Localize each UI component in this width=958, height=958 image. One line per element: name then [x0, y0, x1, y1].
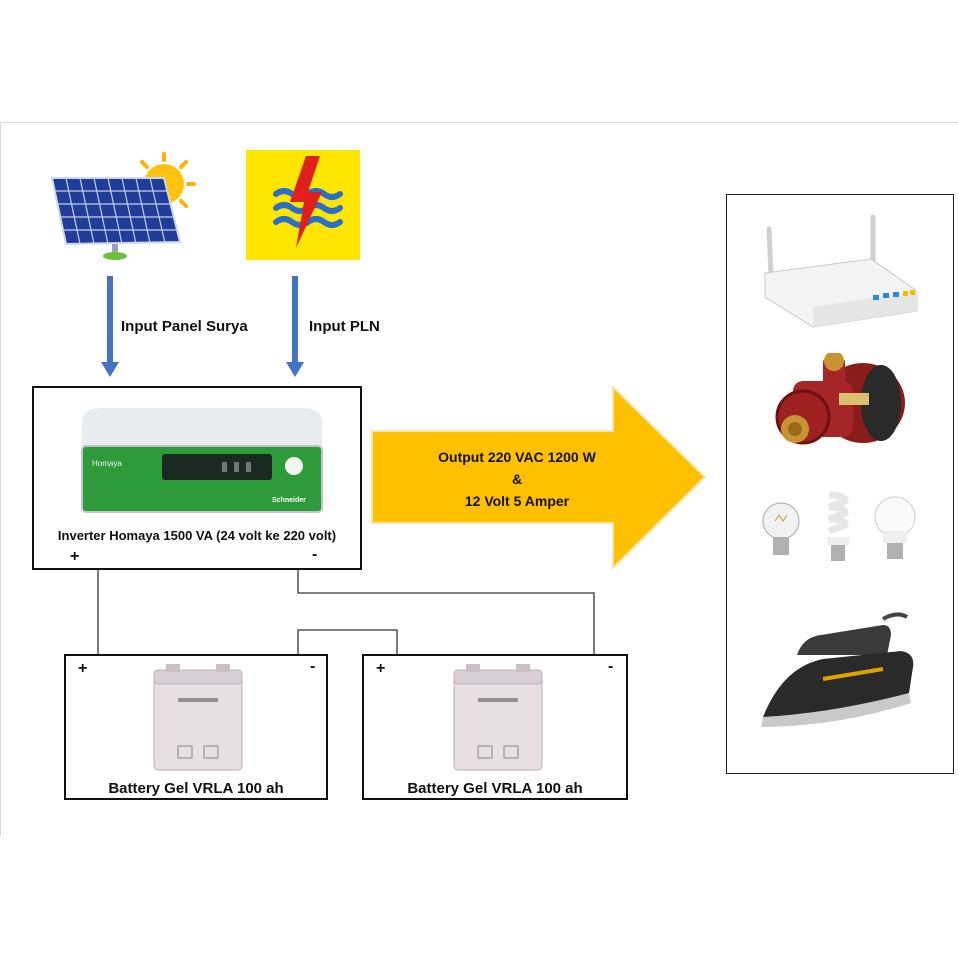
inverter-minus-terminal: - — [312, 546, 318, 563]
pln-input-label: Input PLN — [309, 318, 380, 335]
output-line-2: & — [511, 471, 523, 487]
battery-1-icon — [148, 664, 248, 774]
router-icon — [761, 215, 921, 331]
battery-2-minus-terminal: - — [608, 658, 614, 675]
inverter-image: Homaya Schneider — [72, 406, 332, 516]
solar-panel-icon — [46, 152, 196, 264]
output-label: Output 220 VAC 1200 W & 12 Volt 5 Amper — [372, 446, 662, 512]
battery-2-icon — [448, 664, 548, 774]
output-arrow — [370, 385, 708, 571]
battery-1-plus-terminal: + — [78, 660, 88, 677]
solar-input-arrow — [100, 276, 120, 378]
output-line-3: 12 Volt 5 Amper — [464, 493, 570, 509]
inverter-plus-terminal: + — [70, 548, 80, 565]
battery-1-box: + - Battery Gel VRLA 100 ah — [64, 654, 328, 800]
solar-input-label: Input Panel Surya — [121, 318, 248, 335]
diagram-canvas — [0, 122, 958, 836]
output-line-1: Output 220 VAC 1200 W — [438, 449, 596, 465]
loads-box — [726, 194, 954, 774]
battery-1-label: Battery Gel VRLA 100 ah — [108, 780, 284, 797]
pln-input-arrow — [285, 276, 305, 378]
clothes-iron-icon — [753, 605, 923, 729]
pln-logo-icon — [246, 150, 360, 260]
water-pump-icon — [763, 353, 915, 465]
battery-2-label: Battery Gel VRLA 100 ah — [407, 780, 583, 797]
light-bulbs-icon — [759, 491, 923, 571]
battery-1-minus-terminal: - — [310, 658, 316, 675]
battery-2-box: + - Battery Gel VRLA 100 ah — [362, 654, 628, 800]
inverter-maker-text: Schneider — [272, 497, 306, 504]
battery-2-plus-terminal: + — [376, 660, 386, 677]
inverter-brand-text: Homaya — [92, 459, 122, 468]
inverter-caption: Inverter Homaya 1500 VA (24 volt ke 220 … — [57, 528, 337, 543]
inverter-box: Homaya Schneider Inverter Homaya 1500 VA… — [32, 386, 362, 570]
